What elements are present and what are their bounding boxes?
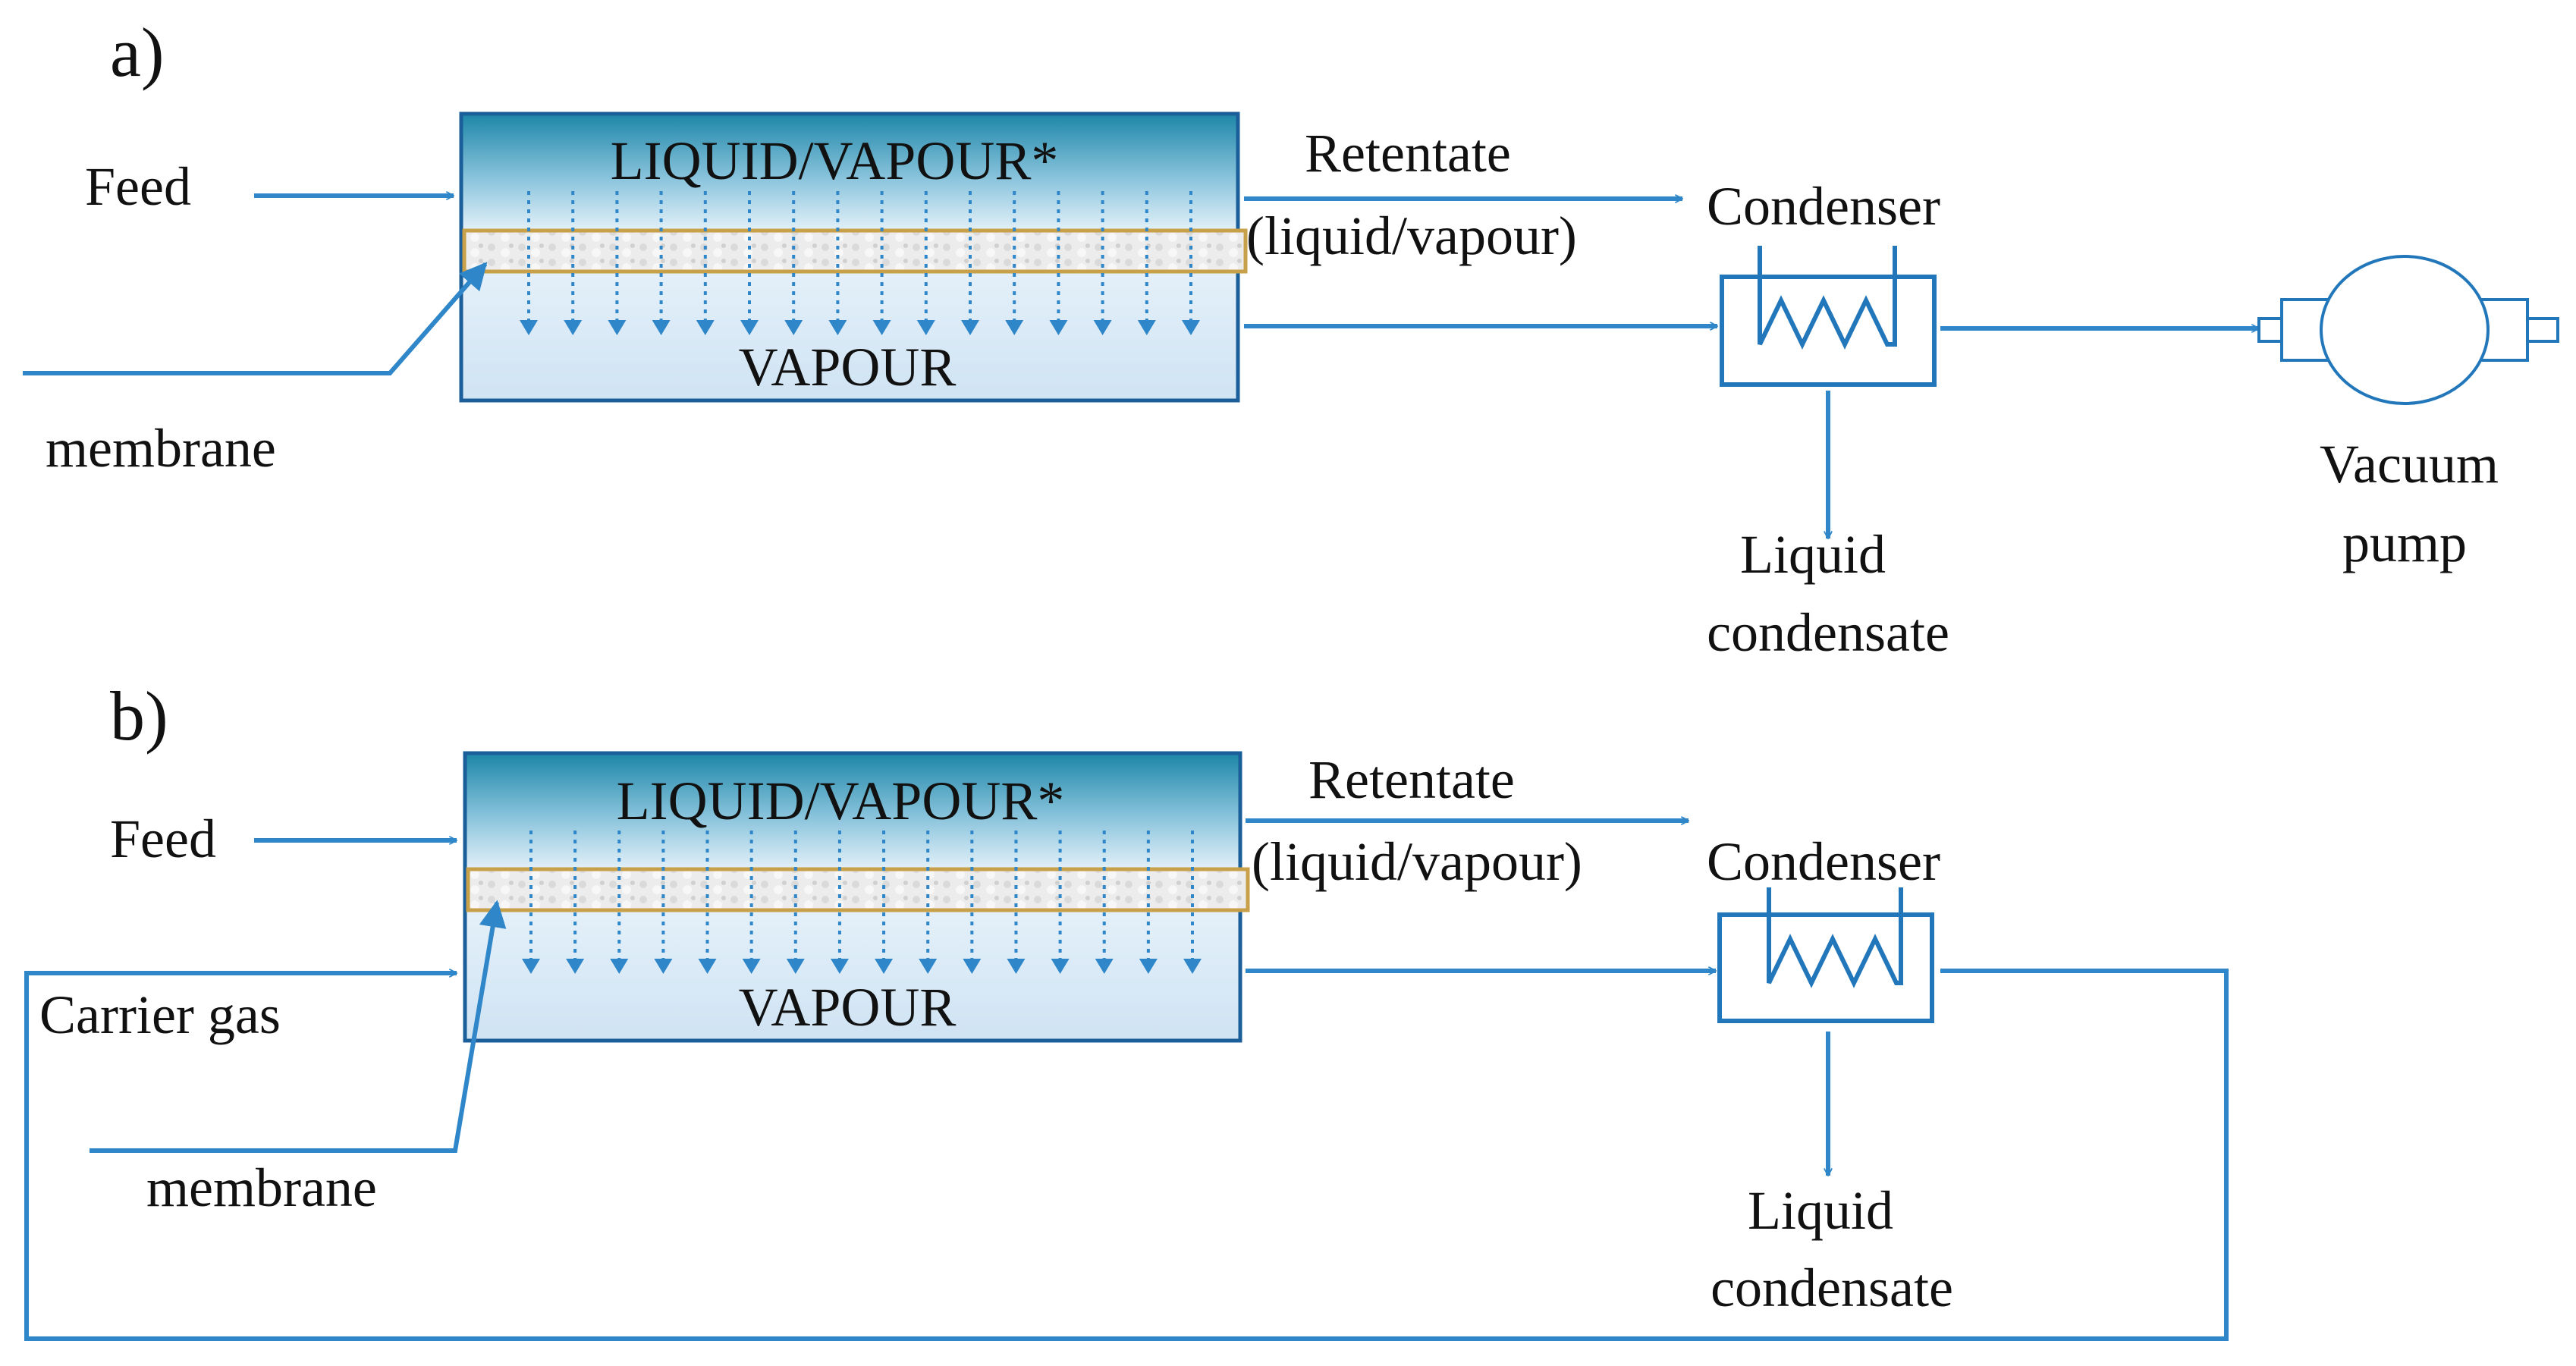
permeate-arrowhead xyxy=(963,959,982,974)
feed-label-a: Feed xyxy=(85,156,191,217)
permeate-arrowhead xyxy=(916,320,935,335)
permeate-arrowhead xyxy=(830,959,849,974)
permeate-arrowhead xyxy=(1051,959,1070,974)
permeate-arrowhead xyxy=(1137,320,1156,335)
membrane-layer-b xyxy=(466,867,1250,912)
carrier-gas-loop xyxy=(24,969,2229,1341)
permeate-arrowhead xyxy=(1095,959,1114,974)
condenser-label-b: Condenser xyxy=(1707,831,1940,892)
condenser-body-b xyxy=(1717,912,1934,1023)
pump-label-a: pump xyxy=(2342,513,2467,573)
permeate-arrowhead xyxy=(786,959,805,974)
permeate-arrowhead xyxy=(1049,320,1068,335)
vapour-label-b: VAPOUR xyxy=(739,977,957,1038)
condensate-label-a: condensate xyxy=(1707,602,1949,663)
liquid-vapour-label-a: LIQUID/VAPOUR* xyxy=(611,130,1059,191)
vapour-label-a: VAPOUR xyxy=(739,337,957,397)
permeate-arrowhead xyxy=(742,959,761,974)
condensate-label-b: condensate xyxy=(1711,1258,1953,1318)
permeate-arrowhead xyxy=(1183,959,1202,974)
vacuum-pump-icon xyxy=(2257,255,2559,405)
membrane-module-b: LIQUID/VAPOUR* VAPOUR xyxy=(463,751,1250,1043)
retentate-label-b: Retentate xyxy=(1308,749,1515,810)
liquid-vapour-label-b: LIQUID/VAPOUR* xyxy=(617,771,1065,831)
liquid-chamber-a xyxy=(461,114,1238,234)
permeate-arrowhead xyxy=(1182,320,1200,335)
permeate-arrowhead xyxy=(698,959,717,974)
membrane-pointer-a xyxy=(23,262,488,375)
membrane-label-a: membrane xyxy=(46,418,276,479)
permeate-arrowhead xyxy=(1139,959,1158,974)
permeate-arrowhead xyxy=(961,320,979,335)
condenser-b xyxy=(1717,887,1934,1023)
permeate-arrowhead xyxy=(875,959,894,974)
permeate-arrowhead xyxy=(610,959,629,974)
permeate-arrowhead xyxy=(872,320,891,335)
permeate-arrowhead xyxy=(696,320,715,335)
permeate-arrowhead xyxy=(740,320,759,335)
panel-a-label: a) xyxy=(110,14,164,91)
permeate-arrowhead xyxy=(919,959,938,974)
condenser-coil-a xyxy=(1758,246,1897,350)
membrane-pointer-b xyxy=(90,900,507,1153)
liquid-label-b: Liquid xyxy=(1748,1180,1893,1241)
panel-b: b) LIQUID/VAPOUR* VAPOUR Feed Carrier ga… xyxy=(24,677,2229,1341)
condenser-body-a xyxy=(1720,275,1937,387)
permeate-arrowhead xyxy=(564,320,583,335)
permeate-arrowhead xyxy=(566,959,585,974)
panel-b-label: b) xyxy=(110,677,168,755)
panel-a: a) LIQUID/VAPOUR* VAPOUR Feed membrane R… xyxy=(23,14,2559,663)
membrane-module-a: LIQUID/VAPOUR* VAPOUR xyxy=(459,111,1248,403)
vacuum-label-a: Vacuum xyxy=(2320,434,2499,495)
membrane-layer-a xyxy=(462,228,1248,274)
permeate-arrowhead xyxy=(520,320,538,335)
permeate-arrowhead xyxy=(1093,320,1112,335)
condenser-label-a: Condenser xyxy=(1707,176,1940,237)
permeate-arrowhead xyxy=(828,320,847,335)
permeate-arrowhead xyxy=(1005,320,1024,335)
permeate-arrowhead xyxy=(1007,959,1026,974)
liquid-label-a: Liquid xyxy=(1740,524,1886,585)
permeate-arrowhead xyxy=(608,320,627,335)
liquid-chamber-b xyxy=(465,753,1240,872)
condenser-coil-b xyxy=(1767,887,1903,988)
permeate-arrows-b xyxy=(522,831,1202,974)
membrane-label-b: membrane xyxy=(146,1157,377,1218)
permeate-arrowhead xyxy=(522,959,540,974)
permeate-arrowhead xyxy=(654,959,673,974)
feed-label-b: Feed xyxy=(110,809,216,869)
permeate-arrows-a xyxy=(520,191,1200,335)
retentate-sub-label-b: (liquid/vapour) xyxy=(1252,831,1582,892)
permeate-arrowhead xyxy=(652,320,671,335)
condenser-a xyxy=(1720,246,1937,387)
permeate-arrowhead xyxy=(784,320,803,335)
retentate-sub-label-a: (liquid/vapour) xyxy=(1246,206,1577,266)
carrier-gas-label-b: Carrier gas xyxy=(39,984,281,1045)
retentate-label-a: Retentate xyxy=(1305,123,1511,184)
